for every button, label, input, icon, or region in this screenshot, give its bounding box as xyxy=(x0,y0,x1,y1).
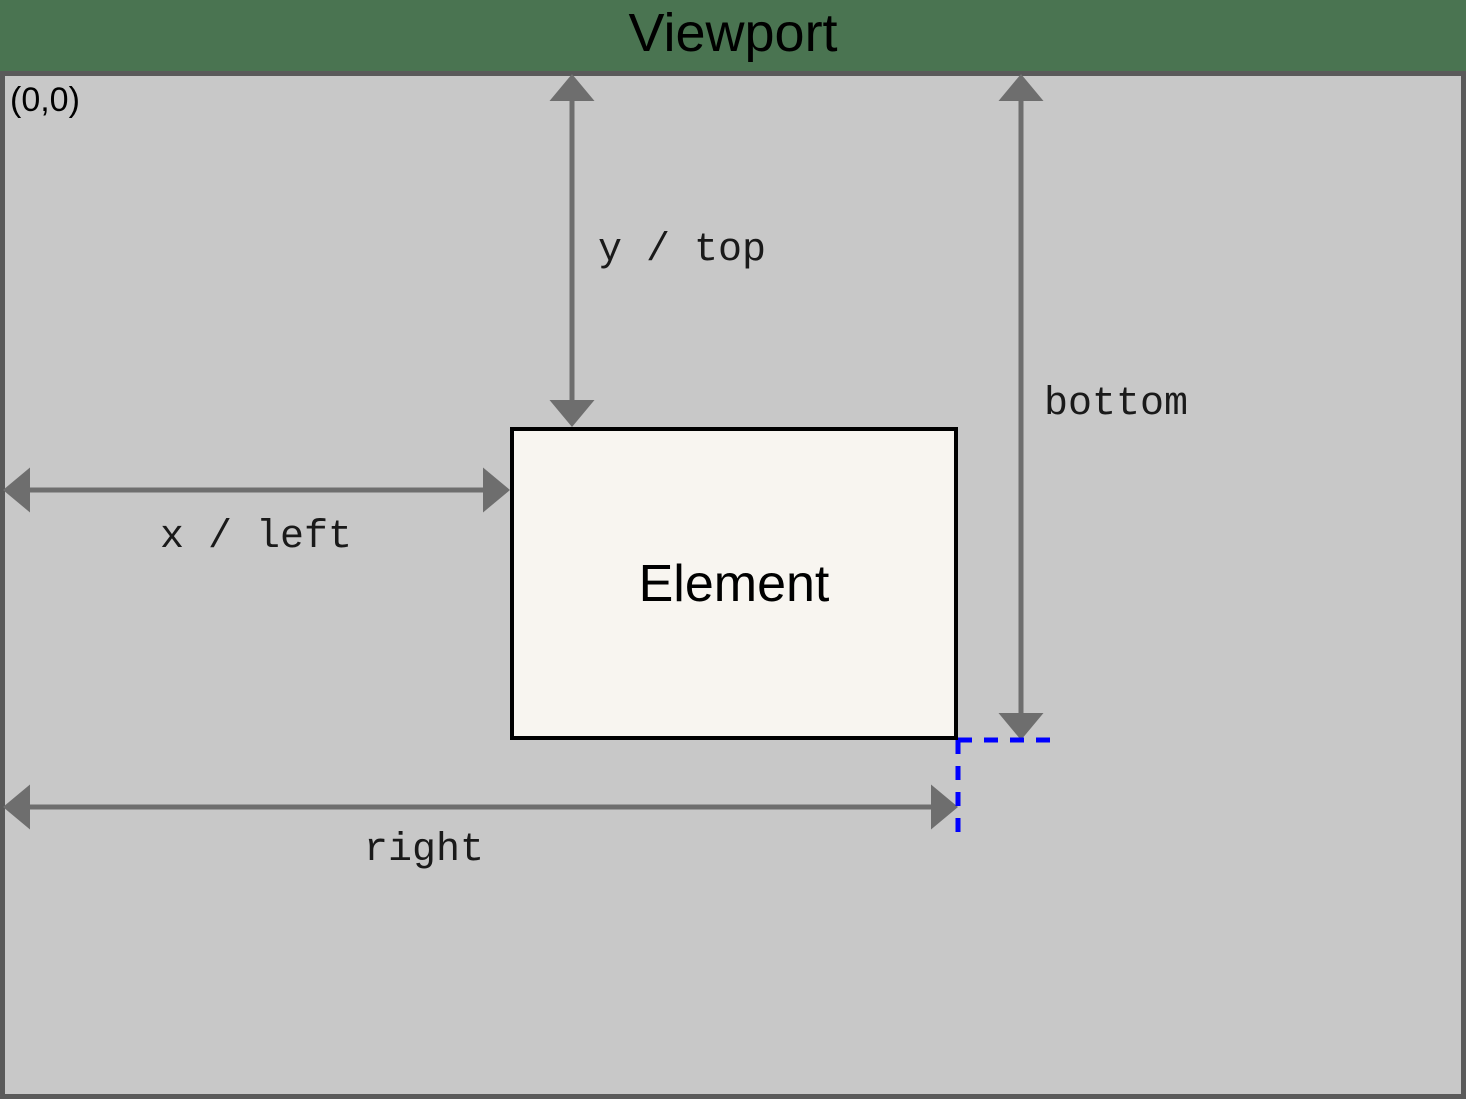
measure-label-x-left: x / left xyxy=(160,515,353,560)
measure-label-y-top: y / top xyxy=(598,228,767,273)
measure-label-bottom: bottom xyxy=(1044,382,1189,427)
origin-coordinate-label: (0,0) xyxy=(10,81,80,119)
element-box-label: Element xyxy=(638,554,830,613)
measure-label-right: right xyxy=(364,828,485,873)
element-box: Element xyxy=(510,427,958,740)
page-title: Viewport xyxy=(628,3,838,63)
viewport-header-band: Viewport xyxy=(0,0,1466,71)
